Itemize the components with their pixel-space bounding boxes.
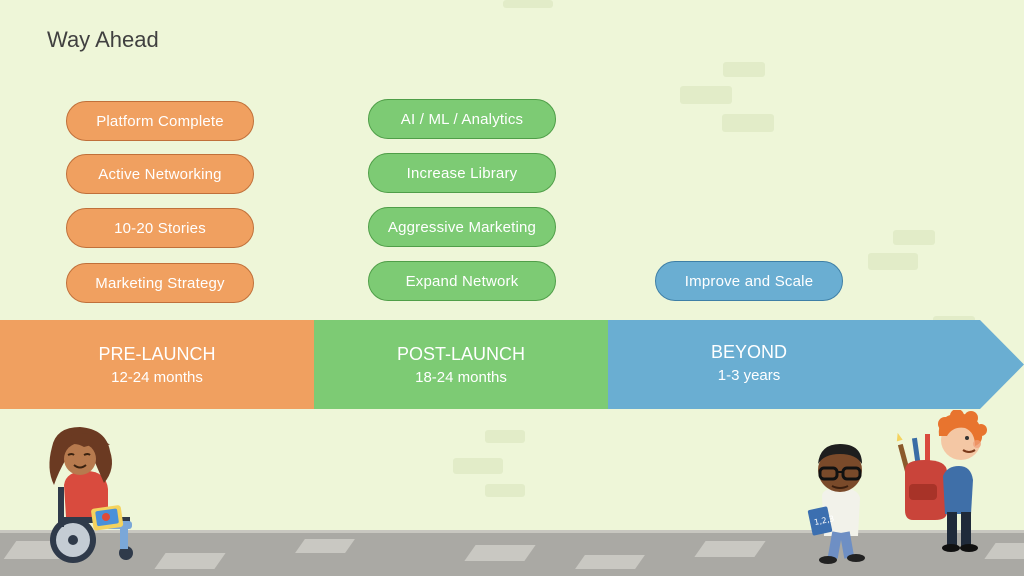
milestone-pill: Marketing Strategy: [66, 263, 254, 303]
phase-beyond-arrow: [608, 320, 1024, 409]
boy-backpack-illustration: [896, 410, 987, 552]
sidewalk-tile: [575, 555, 645, 569]
phase-post-launch: POST-LAUNCH 18-24 months: [314, 320, 608, 409]
girl-wheelchair-illustration: [49, 427, 133, 563]
phase-pre-launch: PRE-LAUNCH 12-24 months: [0, 320, 314, 409]
svg-text:1,2,3: 1,2,3: [813, 514, 835, 527]
phase-duration: 12-24 months: [111, 369, 203, 386]
slide-title: Way Ahead: [47, 27, 159, 52]
milestone-pill: Expand Network: [368, 261, 556, 301]
curb: [0, 530, 1024, 535]
background-brick: [893, 230, 935, 245]
sidewalk-tile: [295, 539, 355, 553]
boy-glasses-illustration: 1,2,3: [807, 444, 865, 564]
background-brick: [503, 0, 553, 8]
milestone-pill: Active Networking: [66, 154, 254, 194]
phase-name: POST-LAUNCH: [396, 344, 526, 364]
phase-beyond: BEYOND 1-3 years: [608, 320, 890, 409]
background-brick: [723, 62, 765, 77]
background-brick: [722, 114, 774, 132]
background-brick: [868, 253, 918, 270]
milestone-pill: Aggressive Marketing: [368, 207, 556, 247]
milestone-pill: AI / ML / Analytics: [368, 99, 556, 139]
phase-duration: 1-3 years: [717, 367, 781, 384]
sidewalk-tile: [154, 553, 226, 569]
background-brick: [680, 86, 732, 104]
milestone-pill: Increase Library: [368, 153, 556, 193]
milestone-pill: Platform Complete: [66, 101, 254, 141]
background-brick: [485, 430, 525, 443]
phase-name: PRE-LAUNCH: [98, 344, 216, 364]
background-brick: [453, 458, 503, 474]
sidewalk-tile: [464, 545, 536, 561]
sidewalk-tile: [694, 541, 766, 557]
milestone-pill: 10-20 Stories: [66, 208, 254, 248]
phase-name: BEYOND: [710, 342, 788, 362]
background-brick: [485, 484, 525, 497]
phase-duration: 18-24 months: [415, 369, 507, 386]
milestone-pill: Improve and Scale: [655, 261, 843, 301]
